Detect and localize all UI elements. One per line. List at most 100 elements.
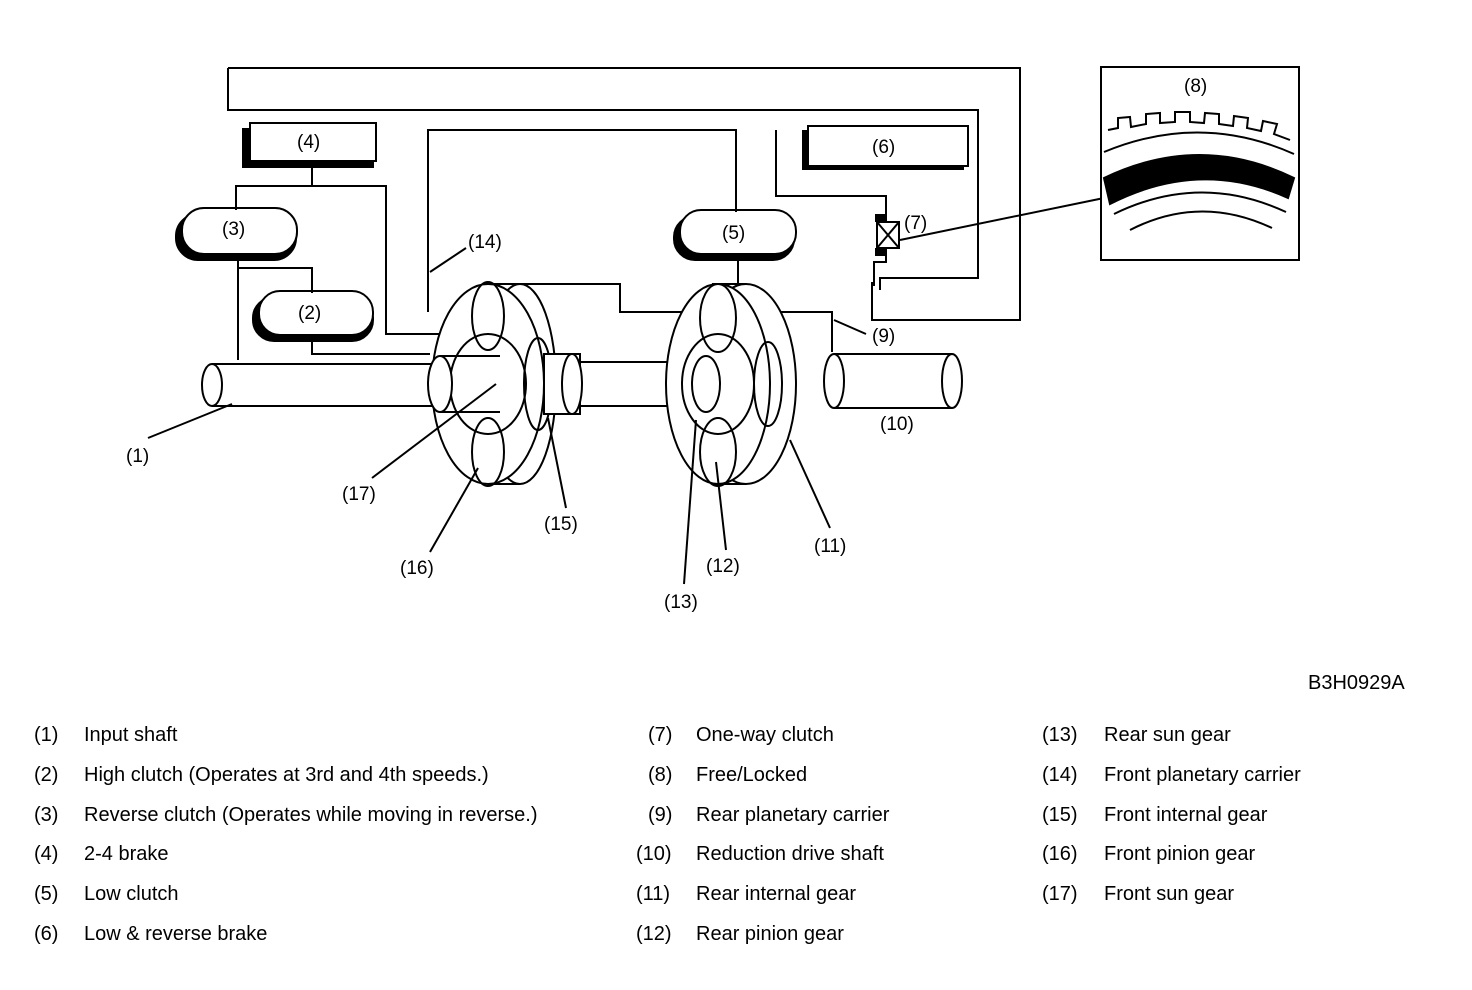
legend-item: (7) One-way clutch: [620, 724, 1020, 764]
callout-7: (7): [904, 213, 927, 234]
front-carrier-frame: [427, 129, 737, 312]
legend-item: (10) Reduction drive shaft: [620, 843, 1020, 883]
legend-item: (13) Rear sun gear: [1030, 724, 1450, 764]
legend-column-1: (1) Input shaft (2) High clutch (Operates …: [0, 724, 620, 963]
callout-1: (1): [126, 446, 149, 467]
leader-9: [833, 319, 867, 335]
reduction-drive-shaft: [823, 353, 963, 409]
front-planetary-set: [427, 281, 583, 487]
legend-number: (8): [648, 763, 673, 786]
free-locked-inset: (8): [1100, 66, 1300, 261]
legend-item: (4) 2-4 brake: [0, 843, 620, 883]
legend-number: (6): [34, 922, 59, 945]
legend-text: Rear sun gear: [1104, 724, 1231, 746]
low-reverse-brake-block: (6): [802, 125, 969, 170]
legend-number: (10): [636, 843, 672, 866]
rear-planetary-set: [665, 283, 797, 487]
legend-text: Low & reverse brake: [84, 922, 268, 945]
leader-14: [429, 247, 467, 273]
legend-item: (1) Input shaft: [0, 724, 620, 764]
callout-9: (9): [872, 326, 895, 347]
figure-code: B3H0929A: [1308, 672, 1405, 694]
legend-text: Low clutch: [84, 883, 179, 906]
legend-text: Rear pinion gear: [696, 922, 844, 945]
connect-frame-6: [775, 130, 887, 214]
legend-number: (9): [648, 803, 673, 826]
legend-text: One-way clutch: [696, 724, 834, 746]
leader-1: [147, 403, 233, 439]
legend-number: (11): [636, 883, 671, 906]
callout-12: (12): [706, 556, 740, 577]
legend-item: (15) Front internal gear: [1030, 804, 1450, 844]
legend-item: (16) Front pinion gear: [1030, 843, 1450, 883]
legend-number: (12): [636, 922, 672, 945]
reverse-clutch-pill: (3): [175, 207, 298, 261]
legend-number: (3): [34, 803, 59, 826]
legend-text: Input shaft: [84, 724, 178, 746]
leader-13: [683, 419, 697, 585]
legend-text: Free/Locked: [696, 763, 808, 786]
legend-number: (15): [1042, 803, 1078, 826]
legend-text: Front planetary carrier: [1104, 763, 1301, 786]
connect-3-2: [238, 267, 313, 293]
legend-item: (17) Front sun gear: [1030, 883, 1450, 923]
callout-13: (13): [664, 592, 698, 613]
leader-17: [371, 383, 497, 479]
connect-2-front-sun: [311, 337, 430, 355]
legend-number: (14): [1042, 763, 1078, 786]
legend-number: (16): [1042, 843, 1078, 866]
legend-number: (7): [648, 724, 673, 746]
callout-5: (5): [722, 223, 745, 244]
legend-number: (2): [34, 763, 59, 786]
legend-text: Front sun gear: [1104, 883, 1235, 906]
legend-item: (5)Low clutch: [0, 883, 620, 923]
input-shaft: [201, 363, 436, 407]
legend-item: (6) Low & reverse brake: [0, 923, 620, 963]
legend-number: (4): [34, 843, 59, 866]
legend-text: 2-4 brake: [84, 843, 169, 866]
legend-text: Front internal gear: [1104, 803, 1268, 826]
rear-carrier-line: [780, 311, 833, 352]
leader-8: [899, 197, 1105, 241]
callout-2: (2): [298, 303, 321, 324]
legend-text: Front pinion gear: [1104, 843, 1256, 866]
legend-text: Rear internal gear: [696, 883, 857, 906]
callout-15: (15): [544, 514, 578, 535]
leader-11: [789, 439, 831, 529]
legend-text: Rear planetary carrier: [696, 803, 890, 826]
legend-text: Reduction drive shaft: [696, 843, 884, 866]
callout-16: (16): [400, 558, 434, 579]
callout-17: (17): [342, 484, 376, 505]
legend-column-2: (7) One-way clutch (8) Free/Locked (9) Rear…: [620, 724, 1020, 963]
legend-text: Reverse clutch (Operates while moving in…: [84, 803, 538, 826]
leader-16: [429, 467, 479, 553]
connect-internal-rear: [486, 283, 740, 313]
legend-item: (3) Reverse clutch (Operates while moving…: [0, 804, 620, 844]
callout-10: (10): [880, 414, 914, 435]
legend-item: (2) High clutch (Operates at 3rd and 4th …: [0, 764, 620, 804]
callout-8: (8): [1184, 76, 1207, 97]
leader-12: [715, 461, 727, 551]
callout-3: (3): [222, 219, 245, 240]
connect-4-front-internal: [312, 185, 444, 335]
callout-6: (6): [872, 137, 895, 158]
legend-number: (17): [1042, 883, 1078, 906]
legend-item: (14) Front planetary carrier: [1030, 764, 1450, 804]
leader-15: [547, 417, 567, 509]
one-way-clutch: (7): [875, 213, 927, 256]
low-clutch-pill: (5): [673, 209, 797, 261]
legend-number: (13): [1042, 724, 1078, 746]
callout-11: (11): [814, 536, 846, 557]
planetary-gear-diagram: (4) (6) (3) (2) (5) (7): [126, 66, 1300, 613]
legend-item: (9) Rear planetary carrier: [620, 804, 1020, 844]
legend-text: High clutch (Operates at 3rd and 4th spe…: [84, 763, 489, 786]
legend-number: (1): [34, 724, 59, 746]
connect-4-3: [235, 167, 313, 210]
brake-2-4-block: (4): [242, 122, 377, 168]
legend-item: (12) Rear pinion gear: [620, 923, 1020, 963]
legend-column-3: (13) Rear sun gear (14) Front planetary ca…: [1030, 724, 1450, 923]
callout-14: (14): [468, 232, 502, 253]
outer-frame-loop: [227, 67, 1021, 321]
high-clutch-pill: (2): [252, 290, 374, 342]
callout-4: (4): [297, 132, 320, 153]
